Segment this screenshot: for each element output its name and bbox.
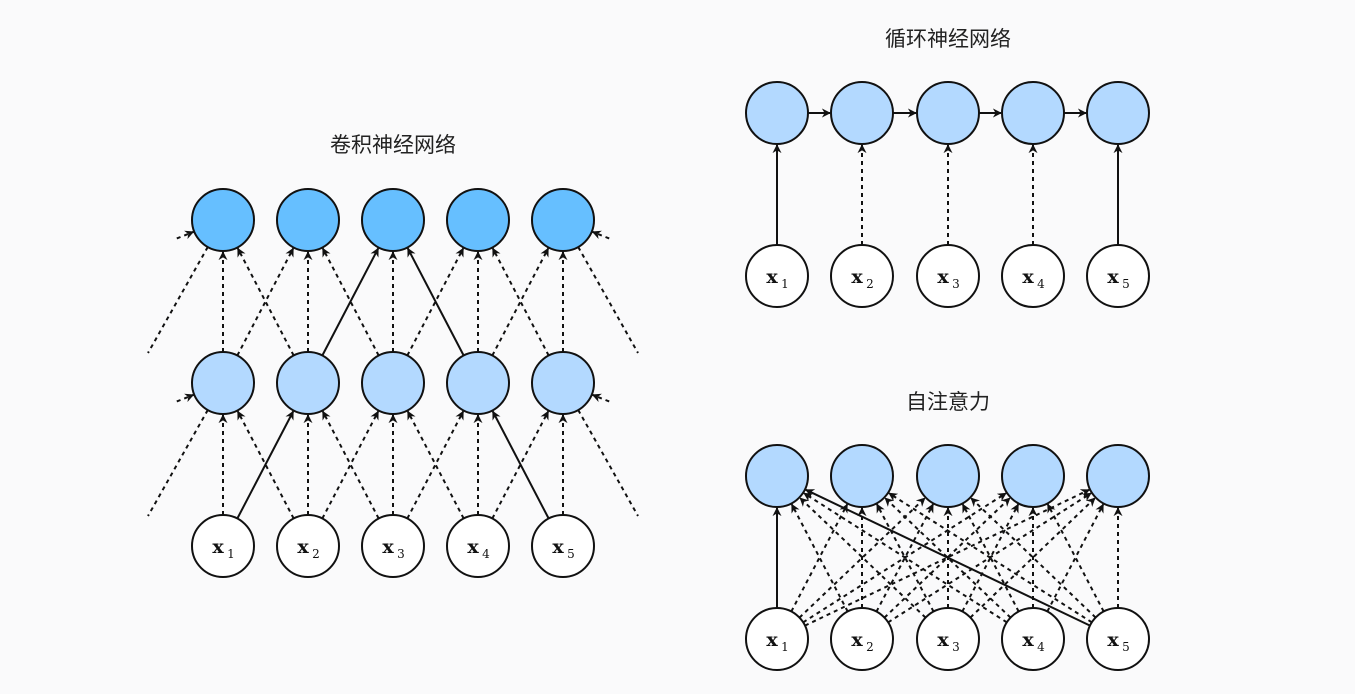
- input-node: [531, 514, 595, 578]
- input-subscript: 2: [866, 277, 874, 291]
- cnn-title: 卷积神经网络: [330, 133, 456, 157]
- input-subscript: 2: [866, 640, 874, 654]
- input-label: x: [552, 536, 564, 558]
- attention-edge: [883, 497, 1011, 619]
- input-label: x: [766, 266, 778, 288]
- output-node: [446, 188, 510, 252]
- hidden-node: [191, 351, 255, 415]
- input-label: x: [1107, 629, 1119, 651]
- output-node: [531, 188, 595, 252]
- attention-edge: [803, 492, 1008, 624]
- input-label: x: [851, 266, 863, 288]
- hidden-node: [1001, 444, 1065, 508]
- attention-edge: [798, 497, 926, 619]
- input-label: x: [212, 536, 224, 558]
- boundary-edge: [591, 230, 610, 240]
- conv-edge: [321, 247, 380, 356]
- hidden-node: [446, 351, 510, 415]
- attention-edge: [888, 492, 1093, 624]
- input-subscript: 1: [781, 277, 789, 291]
- input-node: [361, 514, 425, 578]
- hidden-node: [1001, 81, 1065, 145]
- hidden-node: [916, 444, 980, 508]
- input-label: x: [1022, 266, 1034, 288]
- input-node: [1001, 244, 1065, 308]
- input-subscript: 5: [1122, 277, 1130, 291]
- input-label: x: [937, 629, 949, 651]
- boundary-edge: [147, 409, 209, 517]
- output-node: [191, 188, 255, 252]
- input-node: [1086, 244, 1150, 308]
- input-node: [916, 244, 980, 308]
- hidden-node: [916, 81, 980, 145]
- boundary-edge: [577, 246, 639, 354]
- output-node: [276, 188, 340, 252]
- output-node: [361, 188, 425, 252]
- self-attention-title: 自注意力: [906, 390, 990, 414]
- attention-edge: [805, 488, 1091, 627]
- hidden-node: [1086, 444, 1150, 508]
- input-node: [830, 607, 894, 671]
- input-node: [916, 607, 980, 671]
- attention-edge: [799, 497, 927, 619]
- boundary-edge: [591, 393, 610, 403]
- input-label: x: [851, 629, 863, 651]
- input-label: x: [382, 536, 394, 558]
- input-subscript: 3: [952, 277, 960, 291]
- input-subscript: 4: [1037, 277, 1045, 291]
- input-subscript: 5: [1122, 640, 1130, 654]
- conv-edge: [406, 247, 465, 356]
- hidden-node: [1086, 81, 1150, 145]
- hidden-node: [531, 351, 595, 415]
- hidden-node: [745, 81, 809, 145]
- input-subscript: 3: [397, 547, 405, 561]
- conv-edge: [491, 410, 550, 519]
- input-subscript: 1: [781, 640, 789, 654]
- conv-edge: [236, 410, 295, 519]
- input-node: [446, 514, 510, 578]
- hidden-node: [745, 444, 809, 508]
- boundary-edge: [176, 230, 195, 240]
- rnn-title: 循环神经网络: [885, 27, 1011, 51]
- hidden-node: [830, 444, 894, 508]
- hidden-node: [276, 351, 340, 415]
- input-label: x: [297, 536, 309, 558]
- input-label: x: [1022, 629, 1034, 651]
- input-subscript: 5: [567, 547, 575, 561]
- hidden-node: [361, 351, 425, 415]
- input-label: x: [467, 536, 479, 558]
- input-subscript: 4: [482, 547, 490, 561]
- input-label: x: [766, 629, 778, 651]
- input-label: x: [937, 266, 949, 288]
- boundary-edge: [577, 409, 639, 517]
- input-node: [276, 514, 340, 578]
- boundary-edge: [176, 393, 195, 403]
- input-subscript: 2: [312, 547, 320, 561]
- input-node: [191, 514, 255, 578]
- hidden-node: [830, 81, 894, 145]
- input-subscript: 1: [227, 547, 235, 561]
- input-node: [745, 244, 809, 308]
- input-node: [745, 607, 809, 671]
- boundary-edge: [147, 246, 209, 354]
- input-subscript: 4: [1037, 640, 1045, 654]
- input-label: x: [1107, 266, 1119, 288]
- input-node: [830, 244, 894, 308]
- attention-edge: [884, 497, 1012, 619]
- input-node: [1086, 607, 1150, 671]
- input-subscript: 3: [952, 640, 960, 654]
- input-node: [1001, 607, 1065, 671]
